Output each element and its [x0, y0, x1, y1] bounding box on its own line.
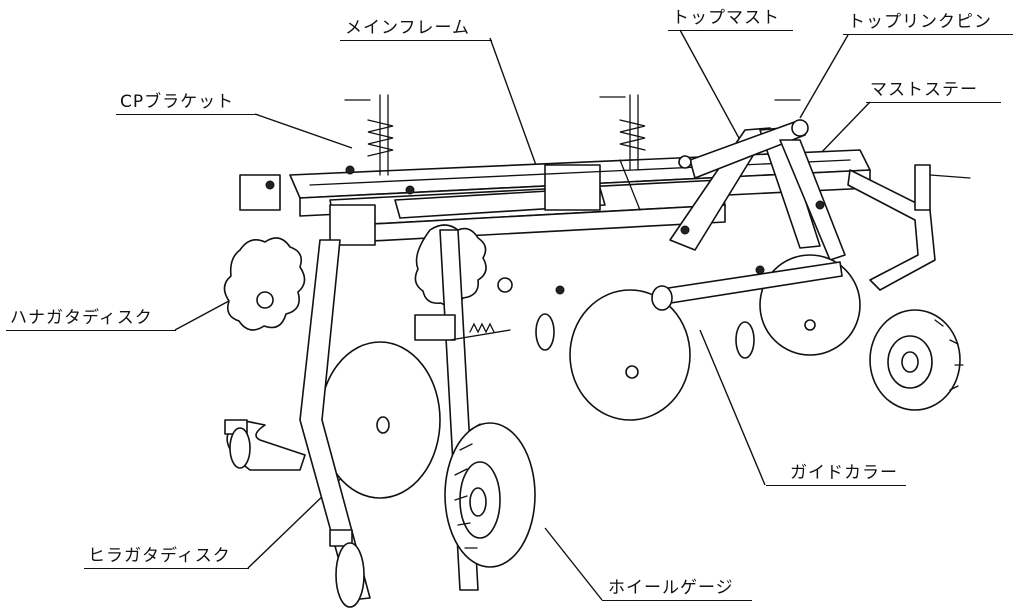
underline-mast-stay [866, 102, 1001, 103]
label-guide-collar: ガイドカラー [790, 463, 898, 483]
label-mast-stay: マストステー [870, 80, 978, 100]
label-top-mast: トップマスト [672, 8, 780, 28]
hanagata-disc [223, 224, 513, 331]
underline-guide-collar [766, 485, 906, 486]
wheel-gauge [444, 422, 536, 568]
casters [224, 313, 755, 608]
underline-wheel-gauge [602, 600, 752, 601]
underline-top-mast [668, 30, 793, 31]
label-main-frame: メインフレーム [345, 18, 470, 38]
label-cp-bracket: CPブラケット [120, 92, 235, 112]
cp-brackets [344, 94, 801, 176]
hiragata-discs [319, 254, 861, 499]
top-mast [669, 119, 846, 261]
label-wheel-gauge: ホイールゲージ [608, 578, 734, 598]
right-wheel [847, 164, 971, 411]
underline-cp-bracket [116, 114, 258, 115]
leader-lines [174, 29, 871, 601]
label-hiragata-disc: ヒラガタディスク [88, 546, 231, 566]
label-top-link-pin: トップリンクピン [848, 12, 992, 32]
bolts [265, 165, 825, 295]
underline-hiragata-disc [84, 568, 249, 569]
guide-collar [651, 261, 843, 311]
label-hanagata-disc: ハナガタディスク [10, 308, 153, 328]
underline-hanagata-disc [6, 330, 176, 331]
underline-main-frame [340, 40, 492, 41]
underline-top-link-pin [843, 34, 1013, 35]
